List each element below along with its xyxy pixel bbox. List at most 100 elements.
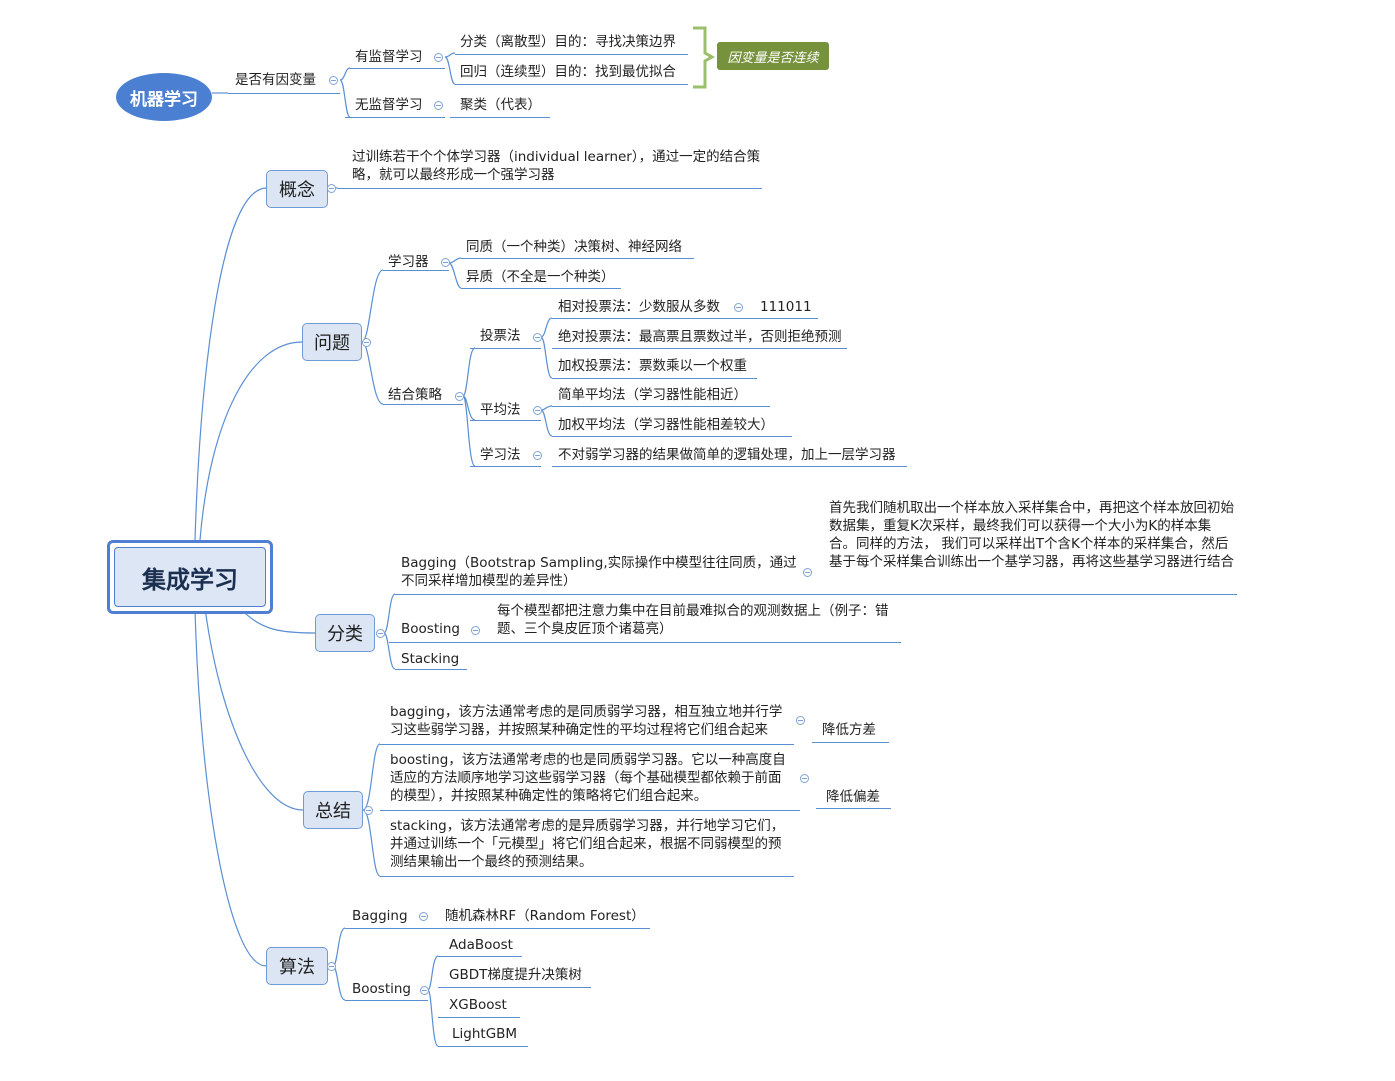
collapse-toggle-icon[interactable] xyxy=(800,774,809,783)
underline xyxy=(345,1000,428,1001)
absolute-voting-node[interactable]: 绝对投票法：最高票且票数过半，否则拒绝预测 xyxy=(558,329,842,345)
xgboost-node[interactable]: XGBoost xyxy=(449,997,507,1013)
callout-dependent-continuous[interactable]: 因变量是否连续 xyxy=(717,42,829,70)
underline xyxy=(552,348,847,349)
learning-method-desc[interactable]: 不对弱学习器的结果做简单的逻辑处理，加上一层学习器 xyxy=(558,447,896,463)
collapse-toggle-icon[interactable] xyxy=(419,912,428,921)
collapse-toggle-icon[interactable] xyxy=(364,806,373,815)
concept-node[interactable]: 概念 xyxy=(266,170,328,208)
collapse-toggle-icon[interactable] xyxy=(434,53,443,62)
collapse-toggle-icon[interactable] xyxy=(471,626,480,635)
collapse-toggle-icon[interactable] xyxy=(533,333,542,342)
underline xyxy=(461,258,694,259)
underline xyxy=(438,1046,528,1047)
collapse-toggle-icon[interactable] xyxy=(327,184,336,193)
boosting-algorithm-node[interactable]: Boosting xyxy=(352,981,411,997)
collapse-toggle-icon[interactable] xyxy=(441,258,450,267)
underline xyxy=(228,93,340,94)
bagging-algorithm-node[interactable]: Bagging xyxy=(352,908,408,924)
boosting-category-desc[interactable]: 每个模型都把注意力集中在目前最难拟合的观测数据上（例子：错题、三个臭皮匠顶个诸葛… xyxy=(497,603,889,637)
clustering-node[interactable]: 聚类（代表） xyxy=(460,97,541,113)
underline xyxy=(812,742,889,743)
collapse-toggle-icon[interactable] xyxy=(376,629,385,638)
weighted-average-node[interactable]: 加权平均法（学习器性能相差较大） xyxy=(558,417,774,433)
underline xyxy=(338,188,762,189)
underline xyxy=(395,669,467,670)
learner-node[interactable]: 学习器 xyxy=(388,254,429,270)
collapse-toggle-icon[interactable] xyxy=(533,406,542,415)
regression-node[interactable]: 回归（连续型）目的：找到最优拟合 xyxy=(460,64,676,80)
collapse-toggle-icon[interactable] xyxy=(329,76,338,85)
problem-node[interactable]: 问题 xyxy=(302,323,362,361)
underline xyxy=(470,420,541,421)
unsupervised-learning-node[interactable]: 无监督学习 xyxy=(355,97,423,113)
boosting-category-node[interactable]: Boosting xyxy=(401,621,460,637)
voting-node[interactable]: 投票法 xyxy=(480,328,521,344)
bagging-category-node[interactable]: Bagging（Bootstrap Sampling,实际操作中模型往往同质，通… xyxy=(401,555,797,589)
underline xyxy=(470,348,541,349)
algorithm-node[interactable]: 算法 xyxy=(266,947,328,985)
underline xyxy=(438,1017,520,1018)
relative-voting-example[interactable]: 111011 xyxy=(760,299,812,315)
underline xyxy=(435,928,650,929)
underline xyxy=(380,876,794,877)
collapse-toggle-icon[interactable] xyxy=(803,568,812,577)
summary-bagging-text[interactable]: bagging，该方法通常考虑的是同质弱学习器，相互独立地并行学习这些弱学习器，… xyxy=(390,704,783,738)
reduce-variance-label[interactable]: 降低方差 xyxy=(822,722,876,738)
underline xyxy=(816,808,891,809)
bagging-category-desc[interactable]: 首先我们随机取出一个样本放入采样集合中，再把这个样本放回初始数据集，重复K次采样… xyxy=(829,500,1234,570)
collapse-toggle-icon[interactable] xyxy=(434,101,443,110)
has-dependent-variable-label[interactable]: 是否有因变量 xyxy=(235,72,316,88)
collapse-toggle-icon[interactable] xyxy=(327,962,336,971)
underline xyxy=(438,956,522,957)
concept-text[interactable]: 过训练若干个个体学习器（individual learner），通过一定的结合策… xyxy=(352,149,761,183)
collapse-toggle-icon[interactable] xyxy=(420,986,429,995)
learning-method-node[interactable]: 学习法 xyxy=(480,447,521,463)
collapse-toggle-icon[interactable] xyxy=(734,303,743,312)
underline xyxy=(345,117,445,118)
underline xyxy=(383,270,449,271)
collapse-toggle-icon[interactable] xyxy=(455,392,464,401)
underline xyxy=(552,318,751,319)
underline xyxy=(383,404,463,405)
gbdt-node[interactable]: GBDT梯度提升决策树 xyxy=(449,967,582,983)
stacking-category-node[interactable]: Stacking xyxy=(401,651,460,667)
underline xyxy=(552,378,757,379)
collapse-toggle-icon[interactable] xyxy=(362,338,371,347)
supervised-learning-node[interactable]: 有监督学习 xyxy=(355,49,423,65)
root-node[interactable]: 集成学习 xyxy=(107,540,273,614)
lightgbm-node[interactable]: LightGBM xyxy=(452,1026,518,1042)
adaboost-node[interactable]: AdaBoost xyxy=(449,937,513,953)
underline xyxy=(395,594,817,595)
collapse-toggle-icon[interactable] xyxy=(533,451,542,460)
combination-strategy-node[interactable]: 结合策略 xyxy=(388,387,442,403)
summary-stacking-text[interactable]: stacking，该方法通常考虑的是异质弱学习器，并行地学习它们，并通过训练一个… xyxy=(390,818,785,870)
weighted-voting-node[interactable]: 加权投票法：票数乘以一个权重 xyxy=(558,358,747,374)
underline xyxy=(438,987,591,988)
underline xyxy=(487,642,901,643)
underline xyxy=(389,642,487,643)
underline xyxy=(380,744,794,745)
heterogeneous-node[interactable]: 异质（不全是一个种类） xyxy=(466,269,615,285)
collapse-toggle-icon[interactable] xyxy=(796,716,805,725)
classification-node[interactable]: 分类（离散型）目的：寻找决策边界 xyxy=(460,34,676,50)
random-forest-node[interactable]: 随机森林RF（Random Forest） xyxy=(445,908,645,924)
summary-node[interactable]: 总结 xyxy=(303,791,363,829)
underline xyxy=(345,928,435,929)
underline xyxy=(552,466,907,467)
root-label: 集成学习 xyxy=(114,547,266,607)
underline xyxy=(455,84,688,85)
averaging-node[interactable]: 平均法 xyxy=(480,402,521,418)
machine-learning-node[interactable]: 机器学习 xyxy=(116,73,212,121)
summary-boosting-text[interactable]: boosting，该方法通常考虑的也是同质弱学习器。它以一种高度自适应的方法顺序… xyxy=(390,752,786,804)
category-node[interactable]: 分类 xyxy=(315,614,375,652)
simple-average-node[interactable]: 简单平均法（学习器性能相近） xyxy=(558,387,747,403)
underline xyxy=(461,288,621,289)
reduce-bias-label[interactable]: 降低偏差 xyxy=(826,789,880,805)
underline xyxy=(450,117,550,118)
underline xyxy=(350,68,445,69)
homogeneous-node[interactable]: 同质（一个种类）决策树、神经网络 xyxy=(466,239,682,255)
relative-voting-node[interactable]: 相对投票法：少数服从多数 xyxy=(558,299,720,315)
underline xyxy=(380,810,800,811)
